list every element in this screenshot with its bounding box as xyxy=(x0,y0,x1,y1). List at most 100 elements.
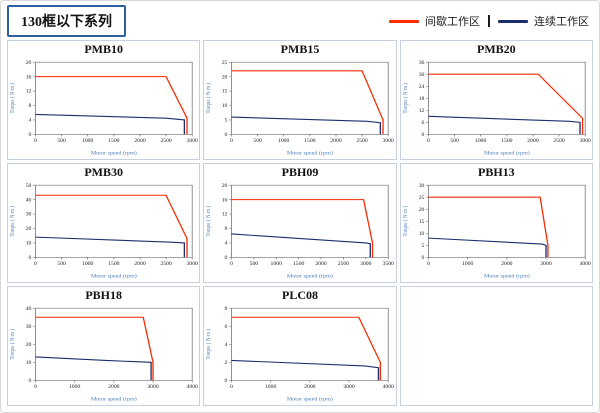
svg-text:1000: 1000 xyxy=(475,138,487,143)
legend-label: 连续工作区 xyxy=(534,16,589,28)
svg-text:0: 0 xyxy=(29,378,32,383)
svg-text:12: 12 xyxy=(26,89,32,94)
svg-text:1000: 1000 xyxy=(82,138,94,143)
svg-text:Motor speed (rpm): Motor speed (rpm) xyxy=(287,150,333,156)
svg-text:500: 500 xyxy=(254,138,263,143)
legend-divider xyxy=(488,15,490,27)
svg-text:0: 0 xyxy=(427,138,430,143)
svg-text:10: 10 xyxy=(222,104,228,109)
svg-text:1500: 1500 xyxy=(293,261,305,266)
svg-text:0: 0 xyxy=(225,255,228,260)
svg-text:Torque ( N·m ): Torque ( N·m ) xyxy=(205,206,213,237)
svg-text:0: 0 xyxy=(29,255,32,260)
svg-text:0: 0 xyxy=(29,132,32,137)
svg-text:1000: 1000 xyxy=(271,261,283,266)
svg-text:12: 12 xyxy=(418,108,424,113)
svg-text:Torque ( N·m ): Torque ( N·m ) xyxy=(9,206,17,237)
svg-text:15: 15 xyxy=(222,89,228,94)
svg-text:Motor speed (rpm): Motor speed (rpm) xyxy=(484,150,530,156)
svg-text:4: 4 xyxy=(225,241,228,246)
svg-text:2000: 2000 xyxy=(134,261,146,266)
svg-text:24: 24 xyxy=(418,84,424,89)
chart-title: PBH18 xyxy=(85,288,122,302)
svg-text:0: 0 xyxy=(427,261,430,266)
svg-text:1500: 1500 xyxy=(108,138,120,143)
svg-text:4: 4 xyxy=(29,118,32,123)
svg-text:1000: 1000 xyxy=(82,261,94,266)
svg-text:3000: 3000 xyxy=(187,138,199,143)
svg-text:3000: 3000 xyxy=(344,384,356,389)
svg-text:1500: 1500 xyxy=(304,138,316,143)
page-title: 130框以下系列 xyxy=(7,5,126,37)
svg-text:20: 20 xyxy=(222,183,228,188)
svg-text:0: 0 xyxy=(421,255,424,260)
chart-title: PMB15 xyxy=(280,42,320,56)
svg-text:12: 12 xyxy=(222,212,228,217)
svg-text:0: 0 xyxy=(225,132,228,137)
svg-text:0: 0 xyxy=(421,132,424,137)
svg-text:36: 36 xyxy=(418,60,424,65)
continuous-line-swatch xyxy=(498,19,528,23)
svg-text:3000: 3000 xyxy=(187,261,199,266)
svg-text:4: 4 xyxy=(225,342,228,347)
svg-text:0: 0 xyxy=(225,378,228,383)
svg-text:Torque ( N·m ): Torque ( N·m ) xyxy=(401,83,409,114)
svg-text:0: 0 xyxy=(230,384,233,389)
svg-text:10: 10 xyxy=(418,231,424,236)
svg-text:8: 8 xyxy=(29,104,32,109)
svg-text:16: 16 xyxy=(26,75,32,80)
svg-text:30: 30 xyxy=(418,183,424,188)
svg-text:2000: 2000 xyxy=(331,138,343,143)
svg-text:30: 30 xyxy=(418,72,424,77)
svg-text:18: 18 xyxy=(418,96,424,101)
svg-text:4000: 4000 xyxy=(579,261,591,266)
svg-text:2500: 2500 xyxy=(553,138,565,143)
chart-title: PMB10 xyxy=(84,42,123,56)
chart-title: PMB20 xyxy=(476,42,516,56)
svg-text:50: 50 xyxy=(26,183,32,188)
empty-cell xyxy=(399,286,593,406)
svg-text:20: 20 xyxy=(26,227,32,232)
svg-text:Torque ( N·m ): Torque ( N·m ) xyxy=(205,83,213,114)
svg-text:20: 20 xyxy=(222,75,228,80)
svg-text:2000: 2000 xyxy=(527,138,539,143)
svg-text:15: 15 xyxy=(418,219,424,224)
svg-text:3000: 3000 xyxy=(147,384,159,389)
svg-text:2000: 2000 xyxy=(108,384,120,389)
legend-label: 间歇工作区 xyxy=(425,16,480,28)
svg-text:Motor speed (rpm): Motor speed (rpm) xyxy=(484,273,530,279)
svg-text:2000: 2000 xyxy=(316,261,328,266)
svg-text:2000: 2000 xyxy=(304,384,316,389)
svg-text:0: 0 xyxy=(34,384,37,389)
svg-text:Motor speed (rpm): Motor speed (rpm) xyxy=(91,396,137,402)
topbar: 130框以下系列 间歇工作区 连续工作区 xyxy=(1,1,599,38)
svg-text:1000: 1000 xyxy=(265,384,277,389)
svg-text:Torque ( N·m ): Torque ( N·m ) xyxy=(205,329,213,360)
svg-text:2500: 2500 xyxy=(160,138,172,143)
svg-text:3000: 3000 xyxy=(383,138,395,143)
svg-text:25: 25 xyxy=(418,195,424,200)
legend: 间歇工作区 连续工作区 xyxy=(389,13,589,29)
svg-text:1500: 1500 xyxy=(501,138,513,143)
svg-text:1500: 1500 xyxy=(108,261,120,266)
svg-text:8: 8 xyxy=(225,227,228,232)
svg-text:8: 8 xyxy=(225,306,228,311)
svg-text:10: 10 xyxy=(26,360,32,365)
chart-title: PBH09 xyxy=(281,165,319,179)
svg-text:500: 500 xyxy=(250,261,259,266)
